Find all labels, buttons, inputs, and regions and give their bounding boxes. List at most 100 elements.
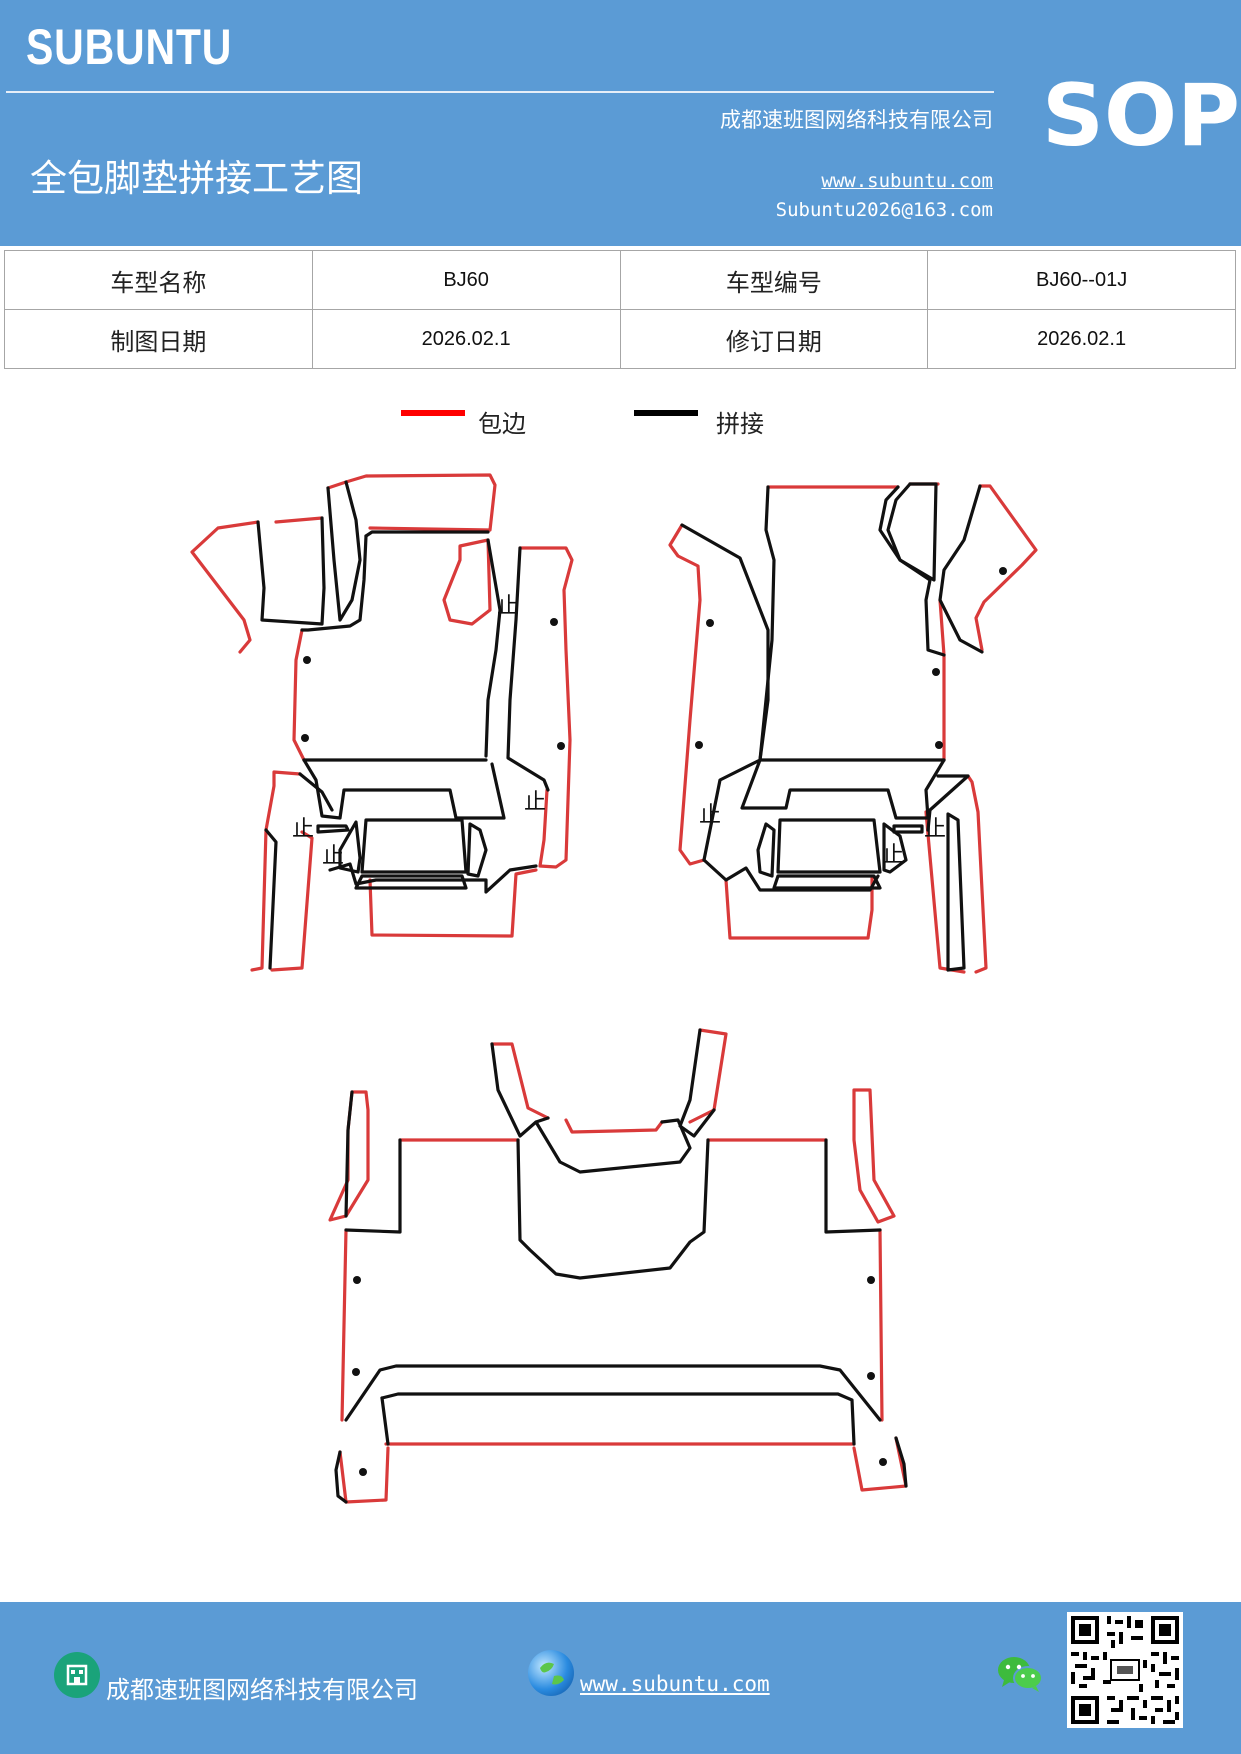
stop-mark: 止 (882, 843, 904, 868)
seam-line (380, 1392, 856, 1446)
edge-binding-line (974, 484, 1038, 652)
edge-binding-line (292, 628, 306, 762)
stop-mark: 止 (524, 790, 546, 815)
edge-binding-line (442, 538, 492, 626)
seam-line (344, 1090, 354, 1218)
edge-binding-line (966, 774, 988, 974)
seam-line (334, 1450, 348, 1504)
edge-binding-line (338, 1446, 390, 1504)
edge-binding-line (365, 473, 497, 532)
seam-line (882, 822, 908, 874)
stop-mark: 止 (924, 817, 946, 842)
document-title: 全包脚垫拼接工艺图 (30, 157, 363, 200)
edge-binding-line (938, 598, 946, 762)
legend-seam-swatch (634, 410, 698, 416)
floor-mat-diagram: 止 止 止 止 止 止 止 (190, 473, 1038, 1504)
edge-binding-line (724, 876, 874, 940)
model-code-label: 车型编号 (619, 250, 929, 310)
header-banner: SUBUNTU 成都速班图网络科技有限公司 全包脚垫拼接工艺图 www.subu… (0, 0, 1241, 246)
seam-line (300, 534, 368, 632)
header-company-name: 成都速班图网络科技有限公司 (720, 108, 993, 132)
seam-line (534, 1118, 692, 1174)
seam-line (892, 824, 924, 834)
draw-date-label: 制图日期 (4, 309, 313, 369)
legend-seam-label: 拼接 (716, 410, 764, 438)
legend-edge-swatch (401, 410, 465, 416)
table-row: 车型名称 BJ60 车型编号 BJ60--01J (4, 250, 1236, 310)
building-icon (54, 1652, 100, 1698)
edge-binding-line (274, 516, 324, 524)
seam-line (380, 1396, 390, 1446)
edge-binding-line (878, 1228, 884, 1422)
stop-mark: 止 (322, 844, 344, 869)
header-email[interactable]: Subuntu2026@163.com (775, 199, 993, 221)
legend-edge-label: 包边 (478, 410, 526, 438)
model-info-table: 车型名称 BJ60 车型编号 BJ60--01J 制图日期 2026.02.1 … (4, 250, 1236, 369)
seam-line (316, 824, 350, 834)
edge-binding-line (852, 1436, 908, 1492)
qr-code[interactable] (1067, 1612, 1183, 1728)
edge-binding-line (490, 1042, 550, 1120)
seam-line (344, 1138, 402, 1234)
front-right-mat (668, 482, 1038, 974)
seam-line (484, 538, 502, 758)
wechat-icon[interactable] (996, 1654, 1044, 1694)
seam-line (740, 758, 946, 820)
header-divider (6, 91, 994, 93)
seam-line (264, 828, 278, 970)
footer-website-link[interactable]: www.subuntu.com (580, 1672, 770, 1696)
edge-binding-line (270, 830, 314, 972)
rear-mat (328, 1028, 908, 1504)
stop-mark: 止 (497, 594, 519, 619)
seam-line (256, 516, 326, 626)
table-row: 制图日期 2026.02.1 修订日期 2026.02.1 (4, 309, 1236, 369)
edge-binding-line (518, 546, 574, 869)
marker-dots (301, 567, 1007, 1476)
edge-binding-line (852, 1088, 896, 1224)
seam-line (490, 1042, 550, 1138)
seam-line (360, 818, 468, 874)
seam-line (338, 820, 362, 874)
globe-icon (528, 1650, 574, 1696)
seam-line (758, 485, 946, 762)
front-left-mat (190, 473, 574, 972)
sop-badge: SOP (1042, 66, 1241, 166)
draw-date-value: 2026.02.1 (311, 309, 621, 369)
edge-binding-line (924, 810, 966, 974)
seam-line (926, 774, 970, 832)
seam-line (298, 772, 334, 812)
seam-line (938, 484, 984, 654)
seam-line (886, 482, 938, 582)
footer-banner: 成都速班图网络科技有限公司 www.subuntu.com (0, 1602, 1241, 1754)
seam-line (776, 818, 882, 874)
seam-line (946, 812, 966, 972)
seam-line (894, 1436, 908, 1488)
seam-line (506, 546, 550, 792)
seam-line (678, 1028, 716, 1138)
revise-date-value: 2026.02.1 (927, 309, 1236, 369)
seam-line (756, 822, 776, 878)
seam-line (344, 1364, 882, 1422)
edge-binding-line (340, 1228, 348, 1422)
seam-line (326, 480, 362, 622)
footer-company-name: 成都速班图网络科技有限公司 (106, 1676, 418, 1704)
edge-binding-line (688, 1028, 728, 1124)
brand-logo: SUBUNTU (26, 19, 233, 75)
seam-line (772, 874, 882, 890)
edge-binding-line (368, 868, 538, 938)
seam-line (328, 862, 538, 894)
edge-binding-line (564, 1118, 664, 1134)
seam-line (364, 530, 490, 538)
model-name-value: BJ60 (311, 250, 621, 310)
header-website-link[interactable]: www.subuntu.com (821, 170, 993, 192)
edge-binding-line (668, 523, 706, 866)
stop-mark: 止 (699, 803, 721, 828)
model-name-label: 车型名称 (4, 250, 313, 310)
seam-line (302, 758, 506, 820)
stop-mark: 止 (292, 817, 314, 842)
seam-line (516, 1138, 710, 1280)
seam-line (680, 523, 770, 862)
seam-line (824, 1138, 882, 1234)
revise-date-label: 修订日期 (619, 309, 929, 369)
edge-binding-line (250, 770, 302, 972)
